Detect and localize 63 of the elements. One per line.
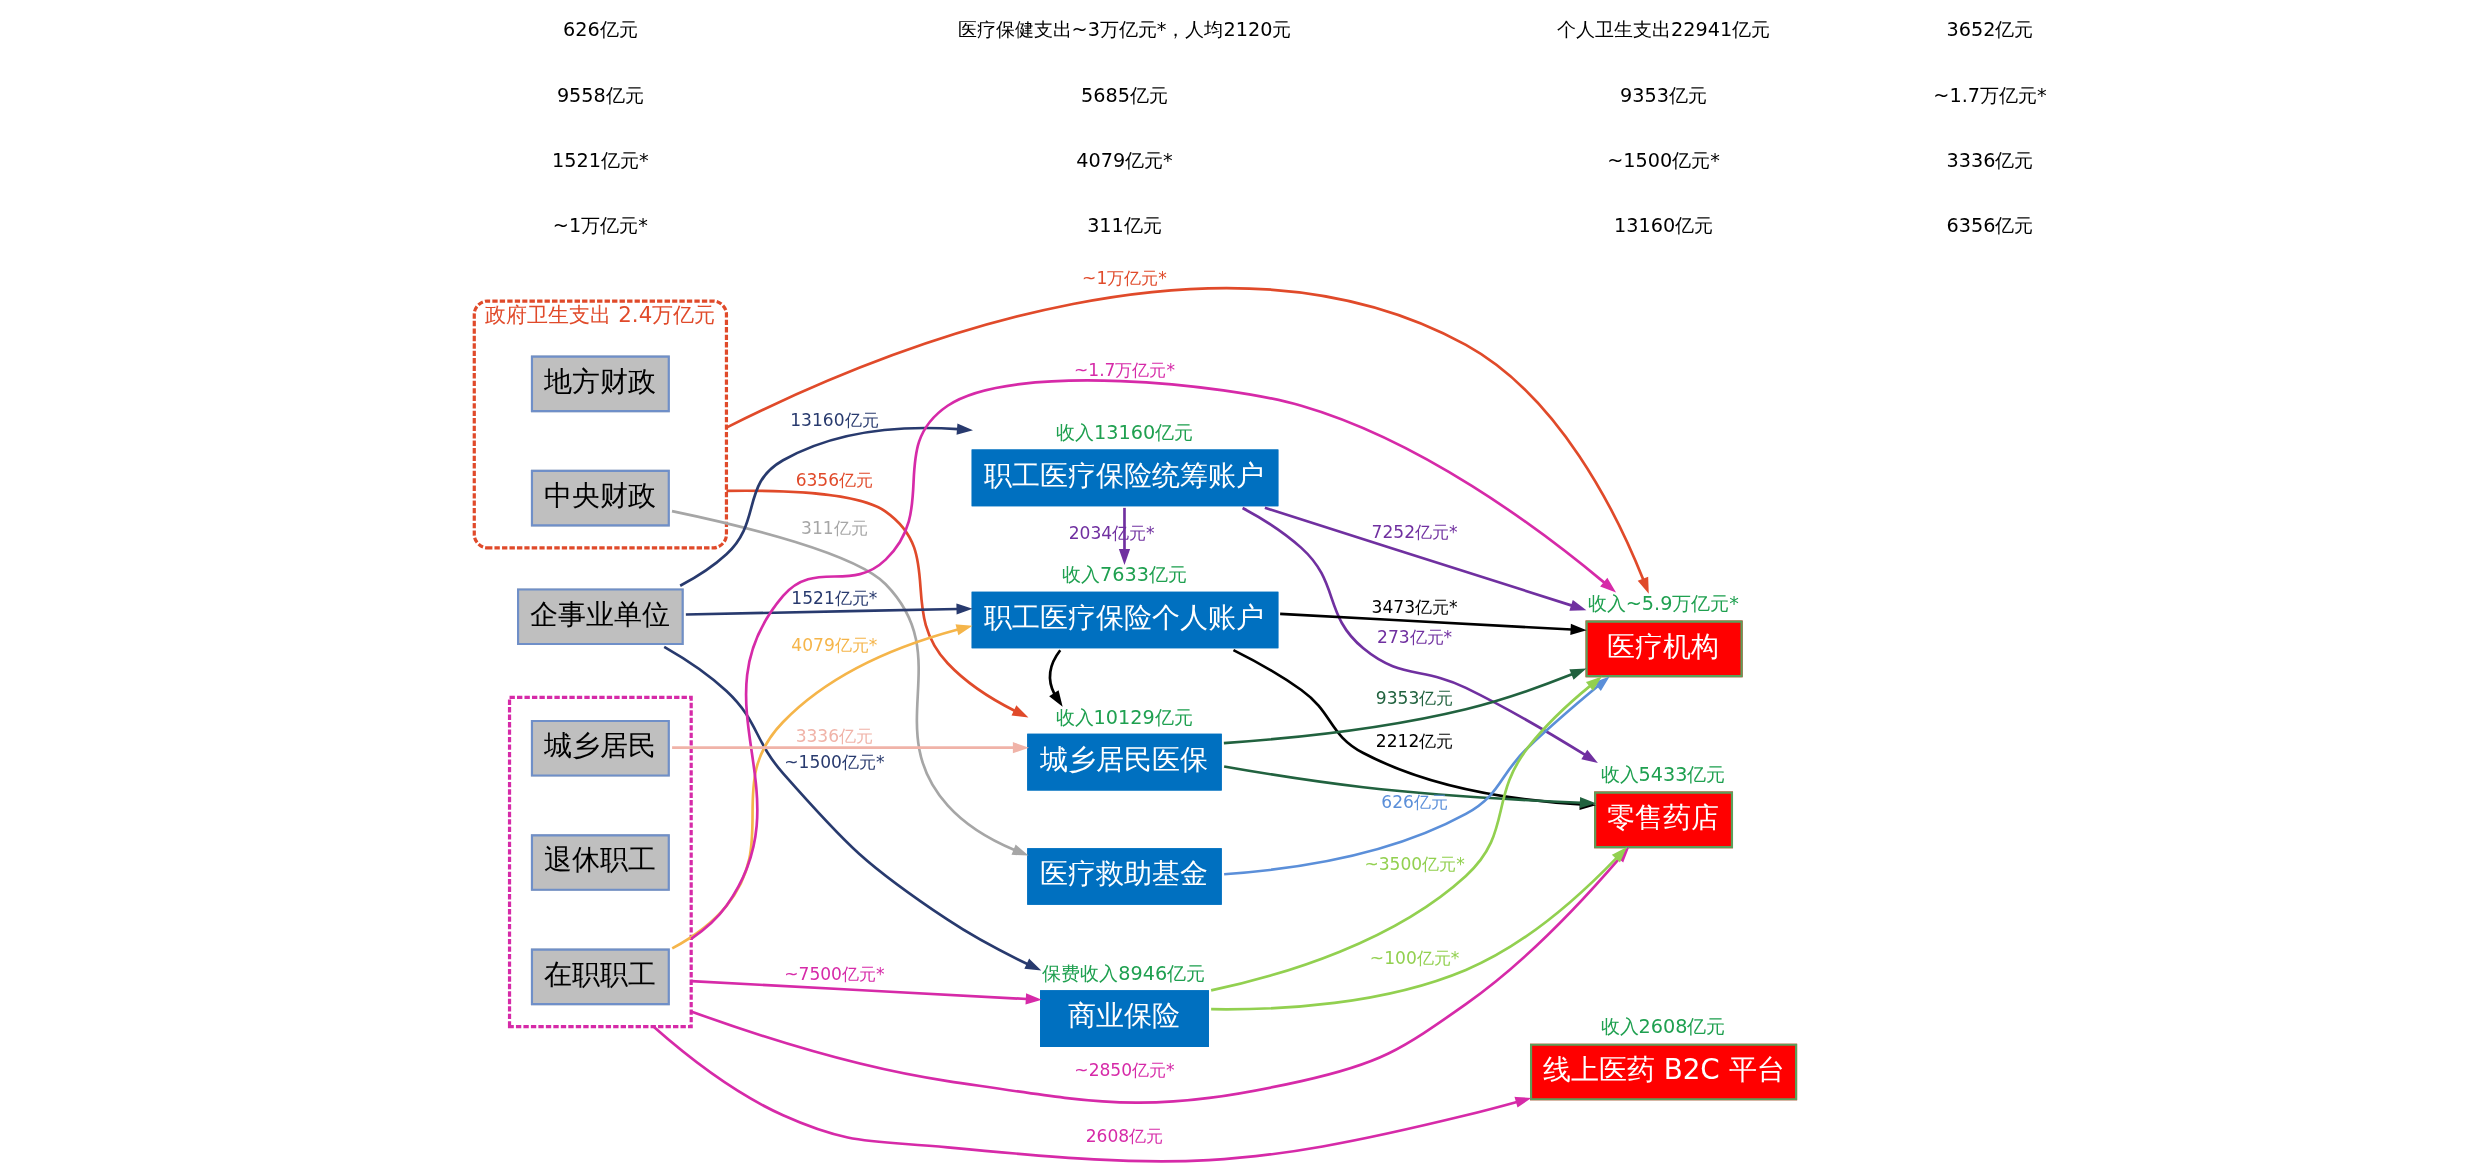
edge-label: 626亿元 xyxy=(1381,792,1448,813)
label: 311亿元 xyxy=(1087,214,1162,238)
edge-label: 2212亿元 xyxy=(1375,731,1454,752)
edge-label: 3473亿元* xyxy=(1371,596,1458,617)
node-label: 收入10129亿元 xyxy=(1055,705,1193,729)
edge-label: 2608亿元 xyxy=(1085,1125,1164,1146)
edge-label: 3336亿元 xyxy=(795,726,874,747)
label: 9353亿元 xyxy=(1620,83,1708,107)
edge-label: 6356亿元 xyxy=(795,469,874,490)
arrow xyxy=(1223,668,1587,745)
edge-label: ~1万亿元* xyxy=(1082,267,1167,288)
node-label: 收入5433亿元 xyxy=(1600,763,1726,787)
edge-label: 13160亿元 xyxy=(790,409,879,430)
label: 1521亿元* xyxy=(552,148,649,172)
cluster xyxy=(507,695,693,1029)
arrow xyxy=(679,423,973,587)
label: 4079亿元* xyxy=(1076,148,1173,172)
label: 6356亿元 xyxy=(1946,214,2034,238)
label: 626亿元 xyxy=(563,18,638,42)
arrow xyxy=(671,509,1029,856)
edge-label: ~2850亿元* xyxy=(1074,1059,1175,1080)
arrow xyxy=(1210,676,1602,992)
label: 个人卫生支出22941亿元 xyxy=(1557,18,1771,42)
label: ~1500亿元* xyxy=(1607,148,1720,172)
arrow xyxy=(672,742,1029,754)
edge-label: ~1500亿元* xyxy=(784,751,885,772)
arrow xyxy=(1048,649,1063,707)
node-label: 保费收入8946亿元 xyxy=(1042,961,1206,985)
node-label: 收入2608亿元 xyxy=(1600,1015,1726,1039)
edge-label: ~100亿元* xyxy=(1369,948,1460,969)
edge-label: 1521亿元* xyxy=(791,588,878,609)
label: 3336亿元 xyxy=(1946,148,2034,172)
arrow xyxy=(1264,506,1587,611)
edge-label: ~1.7万亿元* xyxy=(1073,359,1175,380)
arrow xyxy=(691,979,1042,1005)
node-label: 收入13160亿元 xyxy=(1056,421,1194,445)
label: 5685亿元 xyxy=(1081,83,1168,107)
arrow xyxy=(1224,676,1610,876)
arrow xyxy=(1280,612,1587,636)
arrow xyxy=(726,489,1029,718)
edge-label: 311亿元 xyxy=(801,517,868,538)
arrow xyxy=(685,603,973,616)
label: ~1.7万亿元* xyxy=(1933,83,2047,107)
arrow xyxy=(663,645,1042,971)
arrow xyxy=(671,624,973,950)
label: 3652亿元 xyxy=(1946,18,2034,42)
edge-label: 9353亿元 xyxy=(1375,687,1454,708)
edge-label: 4079亿元* xyxy=(791,635,878,656)
node-label: 收入~5.9万亿元* xyxy=(1587,592,1739,616)
node-label: 收入7633亿元 xyxy=(1061,563,1187,587)
edge-label: 273亿元* xyxy=(1377,626,1453,647)
arrow xyxy=(1241,506,1598,763)
edge-label: 7252亿元* xyxy=(1371,522,1458,543)
label: 医疗保健支出~3万亿元*，人均2120元 xyxy=(957,18,1292,42)
edge-label: ~3500亿元* xyxy=(1364,854,1465,875)
label: 13160亿元 xyxy=(1614,214,1714,238)
label: ~1万亿元* xyxy=(552,214,648,238)
arrow xyxy=(690,379,1617,940)
arrow xyxy=(1211,847,1627,1011)
label: 9558亿元 xyxy=(556,83,644,107)
edge-label: ~7500亿元* xyxy=(784,964,885,985)
arrow xyxy=(652,1025,1532,1163)
arrow xyxy=(725,287,1649,594)
